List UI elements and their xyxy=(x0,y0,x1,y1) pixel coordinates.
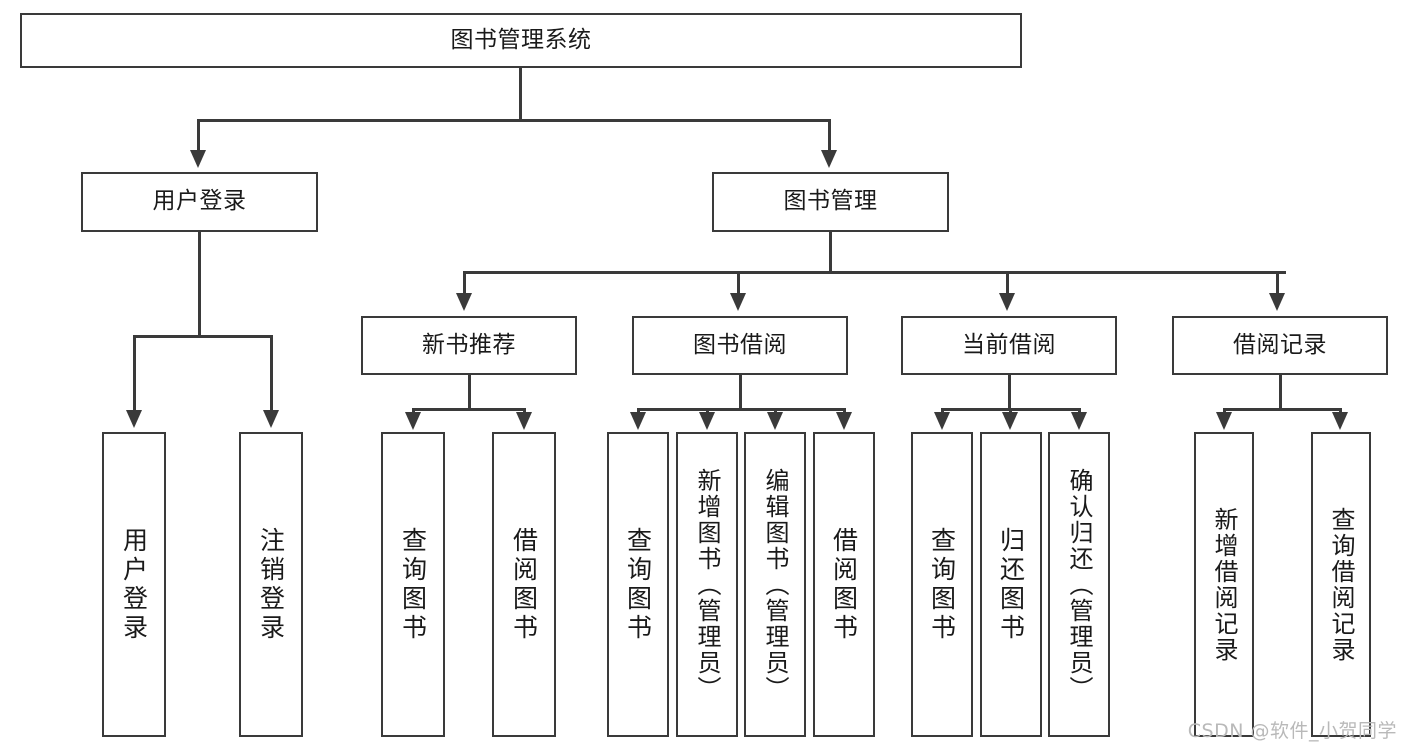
node-book-management-label: 图书管理 xyxy=(783,188,878,215)
node-leaf-add-book[interactable]: 新增图书（管理员） xyxy=(676,432,738,737)
connector-user-login-bar xyxy=(133,335,272,338)
arrowhead-cb-leaf-1 xyxy=(934,412,950,430)
connector-bm-to-book-borrow xyxy=(737,271,740,294)
node-book-borrow[interactable]: 图书借阅 xyxy=(632,316,848,375)
node-current-borrow[interactable]: 当前借阅 xyxy=(901,316,1117,375)
connector-current-borrow-stem xyxy=(1008,375,1011,410)
node-leaf-confirm-return[interactable]: 确认归还（管理员） xyxy=(1048,432,1110,737)
arrowhead-new-book-leaf-2 xyxy=(516,412,532,430)
connector-bm-to-borrow-record xyxy=(1276,271,1279,294)
node-leaf-query-book-3[interactable]: 查询图书 xyxy=(911,432,973,737)
arrowhead-bm-to-book-borrow xyxy=(730,293,746,311)
arrowhead-br-leaf-1 xyxy=(1216,412,1232,430)
node-leaf-query-record-label: 查询借阅记录 xyxy=(1327,506,1355,663)
node-new-book-recommend-label: 新书推荐 xyxy=(422,331,516,358)
node-leaf-borrow-book-2-label: 借阅图书 xyxy=(829,526,859,643)
node-leaf-add-record[interactable]: 新增借阅记录 xyxy=(1194,432,1254,737)
connector-root-to-user-login xyxy=(197,119,200,150)
node-user-login-label: 用户登录 xyxy=(152,188,247,215)
node-leaf-query-book-1[interactable]: 查询图书 xyxy=(381,432,445,737)
node-borrow-record[interactable]: 借阅记录 xyxy=(1172,316,1388,375)
arrowhead-bb-leaf-1 xyxy=(630,412,646,430)
node-book-management[interactable]: 图书管理 xyxy=(712,172,949,232)
connector-new-book-bar xyxy=(412,408,525,411)
node-borrow-record-label: 借阅记录 xyxy=(1233,331,1327,358)
node-leaf-user-logout[interactable]: 注销登录 xyxy=(239,432,303,737)
connector-root-bar xyxy=(197,119,831,122)
arrowhead-bm-to-borrow-record xyxy=(1269,293,1285,311)
arrowhead-bm-to-new-book xyxy=(456,293,472,311)
arrowhead-bb-leaf-2 xyxy=(699,412,715,430)
node-leaf-add-record-label: 新增借阅记录 xyxy=(1210,506,1238,663)
connector-borrow-record-bar xyxy=(1223,408,1341,411)
node-root[interactable]: 图书管理系统 xyxy=(20,13,1022,68)
connector-book-management-bar xyxy=(463,271,1286,274)
node-leaf-query-book-3-label: 查询图书 xyxy=(927,526,957,643)
arrowhead-bb-leaf-3 xyxy=(767,412,783,430)
connector-bm-to-current-borrow xyxy=(1006,271,1009,294)
node-leaf-user-login[interactable]: 用户登录 xyxy=(102,432,166,737)
node-leaf-borrow-book-1[interactable]: 借阅图书 xyxy=(492,432,556,737)
connector-book-borrow-stem xyxy=(739,375,742,410)
connector-user-login-left xyxy=(133,335,136,412)
node-book-borrow-label: 图书借阅 xyxy=(693,331,787,358)
connector-user-login-stem xyxy=(198,232,201,337)
node-leaf-query-record[interactable]: 查询借阅记录 xyxy=(1311,432,1371,737)
node-leaf-borrow-book-1-label: 借阅图书 xyxy=(509,526,539,643)
arrowhead-br-leaf-2 xyxy=(1332,412,1348,430)
arrowhead-bm-to-current-borrow xyxy=(999,293,1015,311)
connector-book-management-stem xyxy=(829,232,832,273)
node-leaf-user-login-label: 用户登录 xyxy=(119,526,149,643)
arrowhead-user-login-leaf-2 xyxy=(263,410,279,428)
node-root-label: 图书管理系统 xyxy=(450,26,592,53)
connector-root-stem xyxy=(519,68,522,121)
arrowhead-new-book-leaf-1 xyxy=(405,412,421,430)
node-leaf-borrow-book-2[interactable]: 借阅图书 xyxy=(813,432,875,737)
node-leaf-query-book-2[interactable]: 查询图书 xyxy=(607,432,669,737)
csdn-watermark: CSDN @软件_小贺同学 xyxy=(1187,720,1397,742)
arrowhead-user-login-leaf-1 xyxy=(126,410,142,428)
node-current-borrow-label: 当前借阅 xyxy=(962,331,1056,358)
node-leaf-query-book-1-label: 查询图书 xyxy=(398,526,428,643)
arrowhead-root-to-book-management xyxy=(821,150,837,168)
connector-new-book-stem xyxy=(468,375,471,410)
arrowhead-bb-leaf-4 xyxy=(836,412,852,430)
node-new-book-recommend[interactable]: 新书推荐 xyxy=(361,316,577,375)
node-leaf-edit-book-label: 编辑图书（管理员） xyxy=(761,467,789,702)
node-leaf-query-book-2-label: 查询图书 xyxy=(623,526,653,643)
connector-root-to-book-management xyxy=(828,119,831,150)
connector-bm-to-new-book xyxy=(463,271,466,294)
arrowhead-cb-leaf-3 xyxy=(1071,412,1087,430)
node-leaf-return-book[interactable]: 归还图书 xyxy=(980,432,1042,737)
connector-book-borrow-bar xyxy=(637,408,845,411)
node-leaf-edit-book[interactable]: 编辑图书（管理员） xyxy=(744,432,806,737)
node-leaf-user-logout-label: 注销登录 xyxy=(256,526,286,643)
arrowhead-cb-leaf-2 xyxy=(1002,412,1018,430)
node-leaf-return-book-label: 归还图书 xyxy=(996,526,1026,643)
node-user-login[interactable]: 用户登录 xyxy=(81,172,318,232)
node-leaf-confirm-return-label: 确认归还（管理员） xyxy=(1065,467,1093,702)
connector-borrow-record-stem xyxy=(1279,375,1282,410)
node-leaf-add-book-label: 新增图书（管理员） xyxy=(693,467,721,702)
connector-user-login-right xyxy=(270,335,273,412)
arrowhead-root-to-user-login xyxy=(190,150,206,168)
